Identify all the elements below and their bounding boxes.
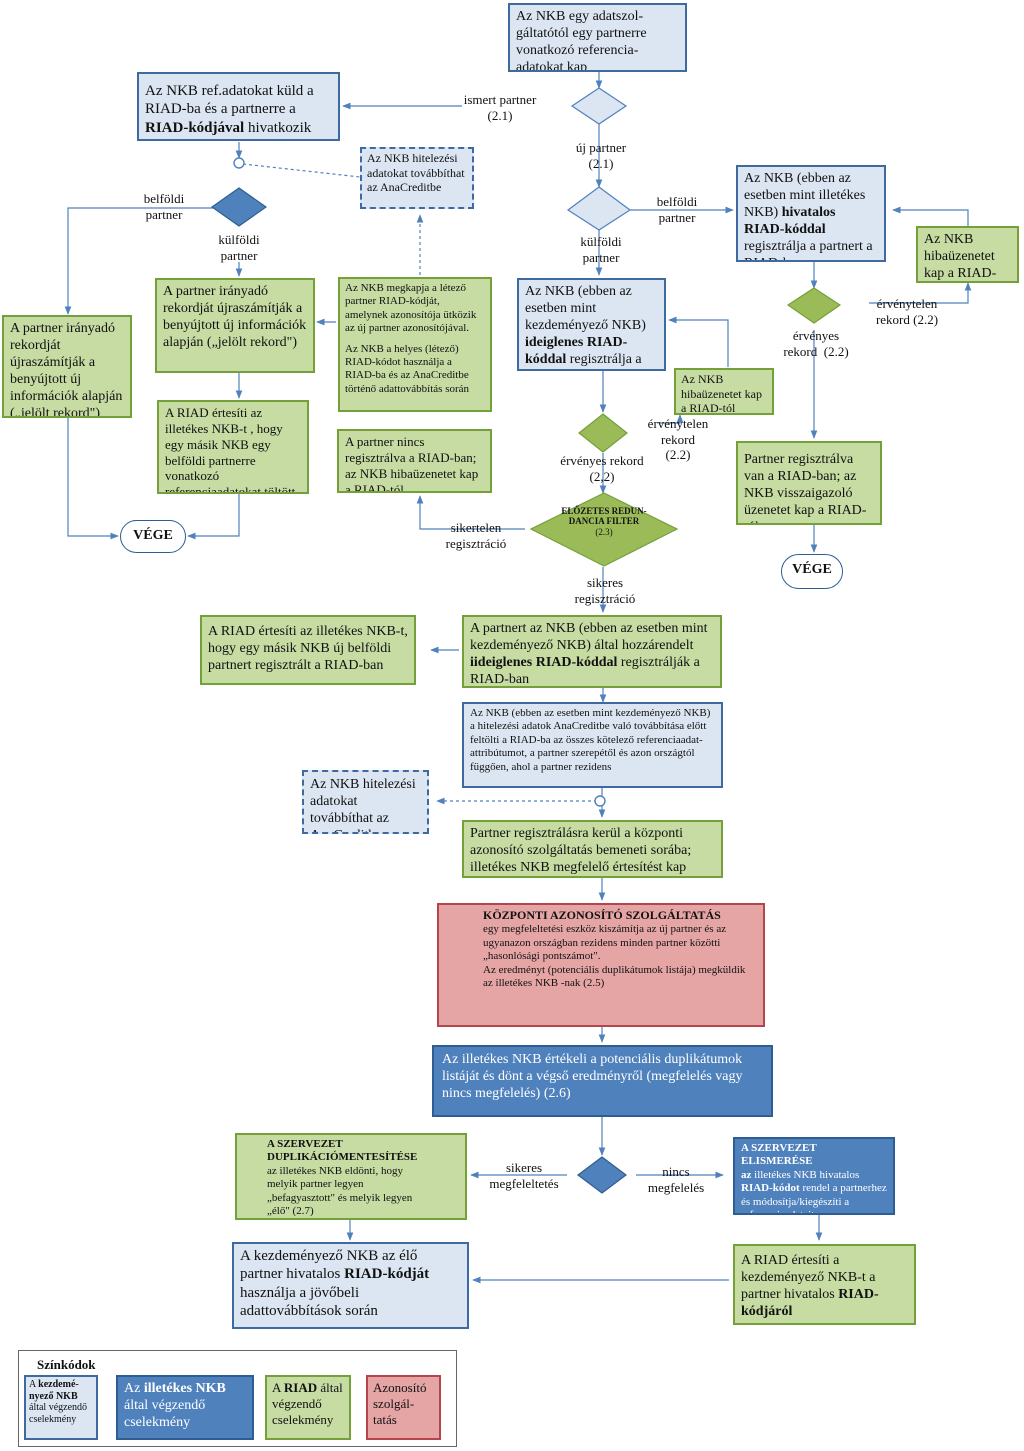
- label-invalid-right: érvénytelen rekord (2.2): [875, 296, 939, 327]
- end-terminal-right: VÉGE: [781, 554, 843, 589]
- label-invalid-mid: érvénytelen rekord (2.2): [647, 416, 709, 463]
- legend-riad: A RIAD által végzendő cselekmény: [265, 1375, 351, 1440]
- redundancy-filter-label: ELŐZETES REDUN-DANCIA FILTER (2.3): [561, 506, 647, 537]
- known-partner-send-node: Az NKB ref.adatokat küld a RIAD-ba és a …: [137, 72, 340, 141]
- riad-notifies-foreign-node: A RIAD értesíti az illetékes NKB-t , hog…: [157, 400, 309, 494]
- decision-diamonds: [210, 87, 842, 1194]
- queue-registration-node: Partner regisztrálásra kerül a központi …: [462, 820, 723, 878]
- legend-initiating-nkb: A kezdemé-nyező NKB által végzendő csele…: [24, 1375, 98, 1440]
- legend-title: Színkódok: [37, 1357, 96, 1372]
- dashed-links: [242, 163, 597, 805]
- evaluate-duplicates-node: Az illetékes NKB értékeli a potenciális …: [432, 1045, 773, 1117]
- label-new-partner: új partner (2.1): [575, 140, 627, 171]
- decision-valid-mid: [578, 413, 628, 453]
- decision-domestic-left: [210, 187, 268, 227]
- label-foreign-mid: külföldi partner: [580, 234, 622, 265]
- forward-anacredit-top: Az NKB hitelezési adatokat továbbíthat a…: [360, 147, 474, 209]
- label-domestic-left: belföldi partner: [143, 191, 185, 222]
- decision-match: [577, 1156, 627, 1194]
- label-known-partner: ismert partner (2.1): [463, 92, 537, 123]
- riad-notifies-new-node: A RIAD értesíti az illetékes NKB-t, hogy…: [200, 615, 416, 685]
- legend-identification-service: Azonosító szolgál-tatás: [366, 1375, 441, 1440]
- nkb-fills-attributes-node: Az NKB (ebben az esetben mint kezdeménye…: [462, 702, 723, 788]
- partner-registered-right: Partner regisztrálva van a RIAD-ban; az …: [736, 441, 882, 525]
- temporary-riad-registration-node: Az NKB (ebben az esetben mint kezdeménye…: [517, 278, 666, 371]
- label-valid-right: érvényes rekord (2.2): [783, 328, 849, 359]
- label-foreign-left: külföldi partner: [218, 232, 260, 263]
- junction-dots: [233, 157, 606, 807]
- label-successful-match: sikeres megfeleltetés: [489, 1160, 559, 1191]
- start-node: Az NKB egy adatszol-gáltatótól egy partn…: [508, 3, 687, 72]
- deduplication-node: A SZERVEZET DUPLIKÁCIÓMENTESÍTÉSE az ill…: [235, 1133, 467, 1220]
- decision-domestic-mid: [566, 186, 632, 231]
- organization-recognition-node: A SZERVEZET ELISMERÉSE az illetékes NKB …: [733, 1137, 895, 1215]
- end-terminal-left: VÉGE: [120, 520, 186, 553]
- decision-redundancy-filter: [529, 492, 679, 567]
- central-identification-service: KÖZPONTI AZONOSÍTÓ SZOLGÁLTATÁS egy megf…: [437, 903, 765, 1027]
- recalc-record-domestic: A partner irányadó rekordját újraszámítj…: [2, 315, 132, 418]
- arrows: [64, 72, 972, 1284]
- label-no-match: nincs megfelelés: [647, 1164, 705, 1195]
- label-valid-mid: érvényes rekord (2,2): [560, 453, 644, 484]
- riad-official-code-node: A RIAD értesíti a kezdeményező NKB-t a p…: [733, 1244, 916, 1325]
- legend-competent-nkb: Az illetékes NKB által végzendő cselekmé…: [116, 1375, 254, 1440]
- nkb-conflict-node: Az NKB megkapja a létező partner RIAD-kó…: [338, 277, 492, 412]
- label-successful-registration: sikeres regisztráció: [574, 575, 636, 606]
- error-message-right: Az NKB hibaüzenetet kap a RIAD-tól: [916, 226, 1019, 283]
- label-failed-registration: sikertelen regisztráció: [445, 520, 507, 551]
- forward-anacredit-mid: Az NKB hitelezési adatokat továbbíthat a…: [302, 770, 429, 834]
- official-riad-registration-node: Az NKB (ebben az esetben mint illetékes …: [736, 165, 886, 262]
- label-domestic-right: belföldi partner: [656, 194, 698, 225]
- error-message-mid: Az NKB hibaüzenetet kap a RIAD-tól: [674, 368, 774, 415]
- assigned-temp-code-node: A partnert az NKB (ebben az esetben mint…: [462, 615, 722, 688]
- live-partner-code-node: A kezdeményező NKB az élő partner hivata…: [232, 1242, 469, 1329]
- decision-known-partner: [570, 87, 628, 125]
- decision-valid-right: [786, 287, 842, 324]
- recalc-record-foreign: A partner irányadó rekordját újraszámítj…: [155, 278, 315, 373]
- partner-not-registered-node: A partner nincs regisztrálva a RIAD-ban;…: [337, 429, 492, 493]
- color-legend: Színkódok A kezdemé-nyező NKB által végz…: [18, 1350, 457, 1447]
